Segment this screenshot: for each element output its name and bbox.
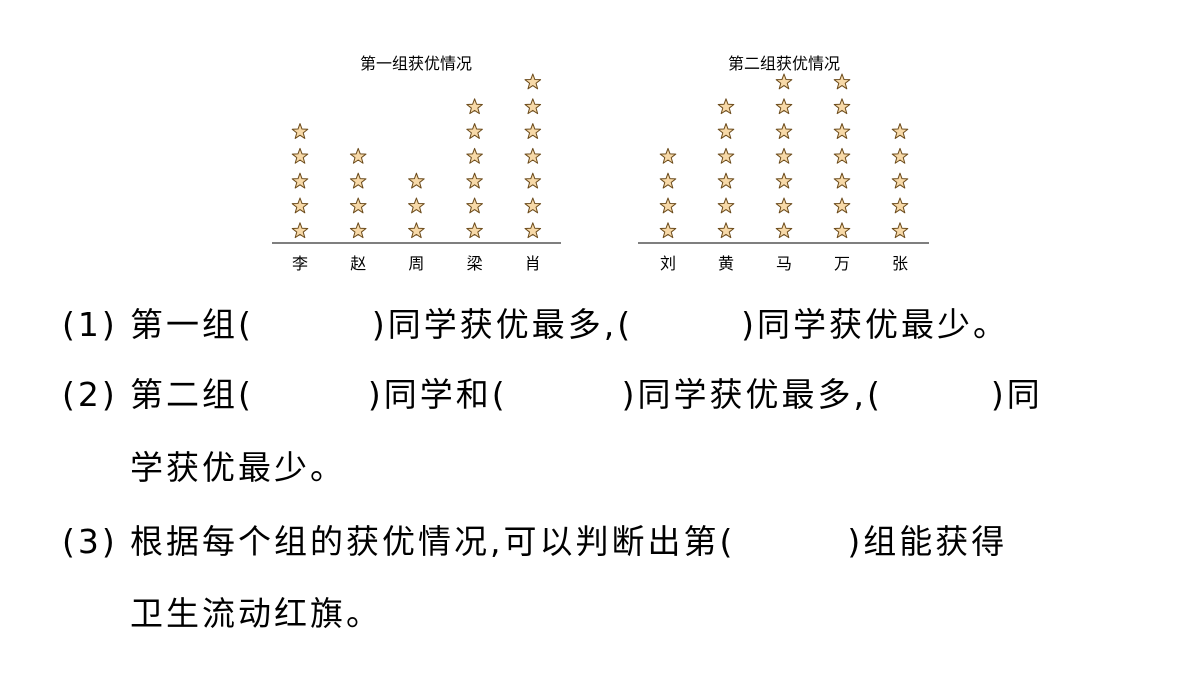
question-3-continued: 卫生流动红旗。 xyxy=(130,594,382,633)
star-mark xyxy=(524,147,542,164)
question-text: )同学获优最多,( xyxy=(371,305,634,344)
star-mark xyxy=(775,172,793,189)
star-mark xyxy=(349,172,367,189)
star-mark xyxy=(291,197,309,214)
star-column-3 xyxy=(775,73,793,239)
star-mark xyxy=(524,172,542,189)
star-mark xyxy=(291,123,309,139)
star-mark xyxy=(659,197,677,214)
star-mark xyxy=(775,222,793,239)
star-mark xyxy=(349,222,367,239)
question-text: )同 xyxy=(990,375,1043,414)
star-mark xyxy=(891,147,909,164)
question-text: )同学获优最多,( xyxy=(621,375,883,414)
star-mark xyxy=(291,147,309,164)
star-column-5 xyxy=(524,73,542,239)
question-text: )组能获得 xyxy=(847,522,1008,561)
question-number: (3) xyxy=(62,522,118,561)
star-column-3 xyxy=(408,172,425,239)
star-mark xyxy=(466,147,483,164)
star-mark xyxy=(833,172,851,189)
category-label: 肖 xyxy=(525,254,541,273)
question-text: )同学获优最少。 xyxy=(741,305,1009,344)
question-3: (3) 根据每个组的获优情况,可以判断出第( )组能获得 xyxy=(62,522,1007,562)
category-label: 刘 xyxy=(660,254,676,273)
star-mark xyxy=(717,197,735,214)
star-mark xyxy=(659,147,677,164)
star-mark xyxy=(524,98,542,115)
star-mark xyxy=(775,147,793,164)
chart-group-1: 第一组获优情况 李 赵 周 梁 肖 xyxy=(272,54,561,273)
star-column-4 xyxy=(833,73,851,239)
star-mark xyxy=(466,222,483,239)
question-number: (2) xyxy=(62,375,118,414)
star-mark xyxy=(833,73,851,90)
category-label: 李 xyxy=(292,254,308,273)
star-mark xyxy=(659,172,677,189)
star-mark xyxy=(891,172,909,189)
star-mark xyxy=(408,172,425,189)
star-mark xyxy=(408,222,425,239)
star-mark xyxy=(524,197,542,214)
star-mark xyxy=(891,222,909,239)
question-text: 第一组( xyxy=(130,305,254,344)
category-label: 黄 xyxy=(718,254,734,273)
chart-group-2: 第二组获优情况 刘 黄 马 万 张 xyxy=(638,54,929,273)
chart-title-2: 第二组获优情况 xyxy=(728,54,840,73)
question-number: (1) xyxy=(62,305,118,344)
category-label: 万 xyxy=(834,254,850,273)
star-mark xyxy=(349,147,367,164)
question-text: )同学和( xyxy=(367,375,508,414)
star-mark xyxy=(775,197,793,214)
question-2-continued: 学获优最少。 xyxy=(130,448,346,487)
star-mark xyxy=(833,98,851,115)
category-label: 马 xyxy=(776,254,792,273)
category-label: 梁 xyxy=(467,254,483,273)
star-mark xyxy=(466,123,483,139)
star-mark xyxy=(291,222,309,239)
star-column-1 xyxy=(291,123,309,239)
question-text: 第二组( xyxy=(130,375,254,414)
star-column-5 xyxy=(891,123,909,239)
star-mark xyxy=(524,73,542,90)
question-2: (2) 第二组( )同学和( )同学获优最多,( )同 xyxy=(62,375,1043,415)
star-mark xyxy=(717,222,735,239)
star-mark xyxy=(775,123,793,139)
category-label: 张 xyxy=(892,254,908,273)
star-mark xyxy=(891,123,909,139)
star-mark xyxy=(408,197,425,214)
question-1: (1) 第一组( )同学获优最多,( )同学获优最少。 xyxy=(62,305,1009,345)
star-column-2 xyxy=(349,147,367,239)
star-column-4 xyxy=(466,98,483,239)
star-mark xyxy=(291,172,309,189)
charts-area: 第一组获优情况 李 赵 周 梁 肖 第二组获优情况 刘 黄 马 万 张 xyxy=(272,54,929,273)
star-column-1 xyxy=(659,147,677,239)
star-mark xyxy=(833,147,851,164)
category-label: 赵 xyxy=(350,254,366,273)
star-mark xyxy=(349,197,367,214)
star-mark xyxy=(717,98,735,115)
star-mark xyxy=(717,123,735,139)
category-label: 周 xyxy=(408,254,424,273)
star-mark xyxy=(524,123,542,139)
star-mark xyxy=(466,98,483,115)
star-mark xyxy=(524,222,542,239)
star-mark xyxy=(466,197,483,214)
star-mark xyxy=(717,172,735,189)
star-mark xyxy=(717,147,735,164)
star-mark xyxy=(775,73,793,90)
star-mark xyxy=(659,222,677,239)
star-mark xyxy=(833,123,851,139)
chart-title-1: 第一组获优情况 xyxy=(360,54,472,73)
star-mark xyxy=(466,172,483,189)
star-mark xyxy=(833,222,851,239)
question-text: 根据每个组的获优情况,可以判断出第( xyxy=(130,522,736,561)
star-mark xyxy=(775,98,793,115)
star-column-2 xyxy=(717,98,735,239)
star-mark xyxy=(891,197,909,214)
star-mark xyxy=(833,197,851,214)
